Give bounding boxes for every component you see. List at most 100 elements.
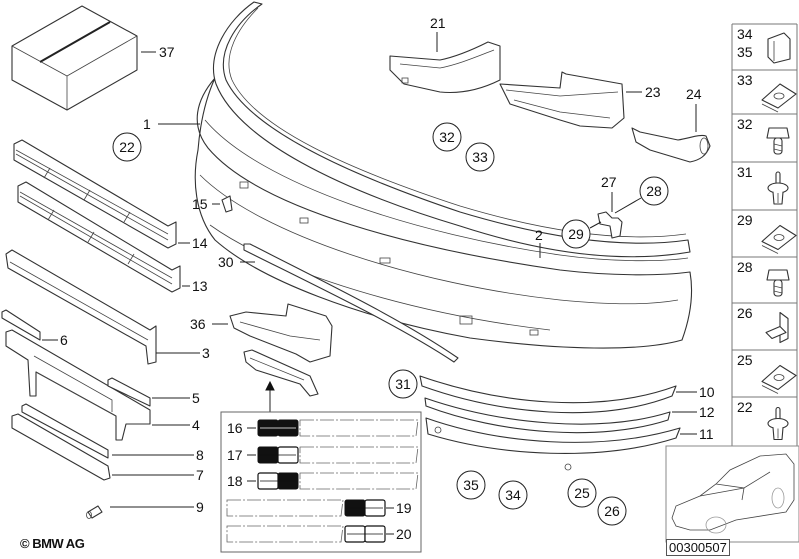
part-23-air-duct[interactable] <box>499 71 625 129</box>
callout-13: 13 <box>192 278 208 294</box>
part-11-trim-strip[interactable] <box>425 417 681 471</box>
part-3-carrier[interactable] <box>5 249 157 365</box>
svg-text:35: 35 <box>463 477 479 493</box>
svg-text:31: 31 <box>395 376 411 392</box>
part-7-strip[interactable] <box>11 413 111 481</box>
callout-9: 9 <box>196 499 204 515</box>
svg-text:29: 29 <box>568 226 584 242</box>
callout-10: 10 <box>699 384 715 400</box>
diagram-id-label: 00300507 <box>666 539 730 556</box>
fastener-label: 33 <box>737 72 753 88</box>
circled-33[interactable]: 33 <box>465 142 495 172</box>
speed-nut-icon <box>761 224 797 254</box>
circled-32[interactable]: 32 <box>432 122 462 152</box>
bracket-clip-icon <box>765 311 789 344</box>
hex-screw-icon <box>766 269 790 297</box>
callout-21: 21 <box>430 15 446 31</box>
grille-variant-18[interactable]: 18 <box>227 472 419 490</box>
fastener-cell-32[interactable]: 32 <box>732 116 797 163</box>
fastener-cell-26[interactable]: 26 <box>732 305 797 351</box>
svg-text:33: 33 <box>472 149 488 165</box>
circled-29[interactable]: 29 <box>561 219 591 249</box>
fastener-cell-22[interactable]: 22 <box>732 399 797 447</box>
fastener-cell-33[interactable]: 33 <box>732 72 797 115</box>
variant-label: 19 <box>396 500 412 516</box>
fastener-label: 29 <box>737 212 753 228</box>
part-5-trim[interactable] <box>107 377 151 407</box>
part-6-trim[interactable] <box>1 309 41 341</box>
variant-label: 17 <box>227 447 243 463</box>
part-15-tow-hook-cover[interactable] <box>221 195 233 213</box>
callout-11: 11 <box>699 426 714 442</box>
svg-text:34: 34 <box>505 487 521 503</box>
svg-text:26: 26 <box>604 503 620 519</box>
speed-nut-icon <box>761 83 797 113</box>
fastener-label: 22 <box>737 399 753 415</box>
fastener-label: 32 <box>737 116 753 132</box>
callout-27: 27 <box>601 174 617 190</box>
part-13-grille[interactable] <box>17 181 181 293</box>
callout-37: 37 <box>159 44 175 60</box>
callout-4: 4 <box>192 417 200 433</box>
grille-variant-20[interactable]: 20 <box>226 525 412 543</box>
circled-28[interactable]: 28 <box>639 176 669 206</box>
fastener-cell-28[interactable]: 28 <box>732 259 797 304</box>
callout-24: 24 <box>686 86 702 102</box>
variant-label: 18 <box>227 473 243 489</box>
copyright-notice: © BMW AG <box>20 536 85 551</box>
callout-6: 6 <box>60 332 68 348</box>
fastener-label: 35 <box>737 44 753 60</box>
fastener-label: 26 <box>737 305 753 321</box>
callout-36: 36 <box>190 316 206 332</box>
fastener-column-frame <box>731 23 798 470</box>
callout-12: 12 <box>699 404 715 420</box>
part-21-air-duct[interactable] <box>389 41 501 94</box>
fastener-cell-29[interactable]: 29 <box>732 212 797 258</box>
fastener-label: 34 <box>737 26 753 42</box>
circled-22[interactable]: 22 <box>112 132 142 162</box>
part-24-air-duct[interactable] <box>631 127 711 163</box>
arrow-up-icon <box>265 380 275 391</box>
grille-variants-list: 16 17 18 19 20 <box>226 419 419 543</box>
part-30-trim-strip[interactable] <box>243 243 459 363</box>
vehicle-thumbnail[interactable] <box>665 445 799 543</box>
circled-34[interactable]: 34 <box>498 480 528 510</box>
svg-text:28: 28 <box>646 183 662 199</box>
part-36-air-duct[interactable] <box>229 303 333 363</box>
callout-7: 7 <box>196 467 204 483</box>
fastener-label: 28 <box>737 259 753 275</box>
svg-text:22: 22 <box>119 139 135 155</box>
grille-variant-16[interactable]: 16 <box>227 419 419 437</box>
svg-text:25: 25 <box>574 485 590 501</box>
grille-variant-19[interactable]: 19 <box>226 499 412 517</box>
variant-label: 20 <box>396 526 412 542</box>
spring-clip-icon <box>767 32 791 64</box>
part-12-trim-strip[interactable] <box>424 397 671 434</box>
grille-variant-17[interactable]: 17 <box>227 446 419 464</box>
part-4-frame[interactable] <box>5 329 151 441</box>
fastener-cell-25[interactable]: 25 <box>732 352 797 398</box>
circled-25[interactable]: 25 <box>567 478 597 508</box>
callout-1: 1 <box>143 116 151 132</box>
circled-35[interactable]: 35 <box>456 470 486 500</box>
part-37-box[interactable] <box>11 5 138 111</box>
circled-31[interactable]: 31 <box>388 369 418 399</box>
callout-3: 3 <box>202 345 210 361</box>
svg-text:32: 32 <box>439 129 455 145</box>
fastener-label: 31 <box>737 164 753 180</box>
circled-26[interactable]: 26 <box>597 496 627 526</box>
expanding-rivet-icon <box>767 171 789 205</box>
part-10-trim-strip[interactable] <box>419 375 677 414</box>
part-14-grille[interactable] <box>13 139 177 249</box>
part-8-strip[interactable] <box>21 403 109 459</box>
grille-insert[interactable] <box>243 349 319 397</box>
part-27-clip[interactable] <box>597 211 623 239</box>
callout-30: 30 <box>218 254 234 270</box>
callout-15: 15 <box>192 196 208 212</box>
fastener-cell-31[interactable]: 31 <box>732 164 797 211</box>
part-9-plug[interactable] <box>86 505 103 519</box>
callout-23: 23 <box>645 84 661 100</box>
grille-variants-box <box>220 411 422 553</box>
